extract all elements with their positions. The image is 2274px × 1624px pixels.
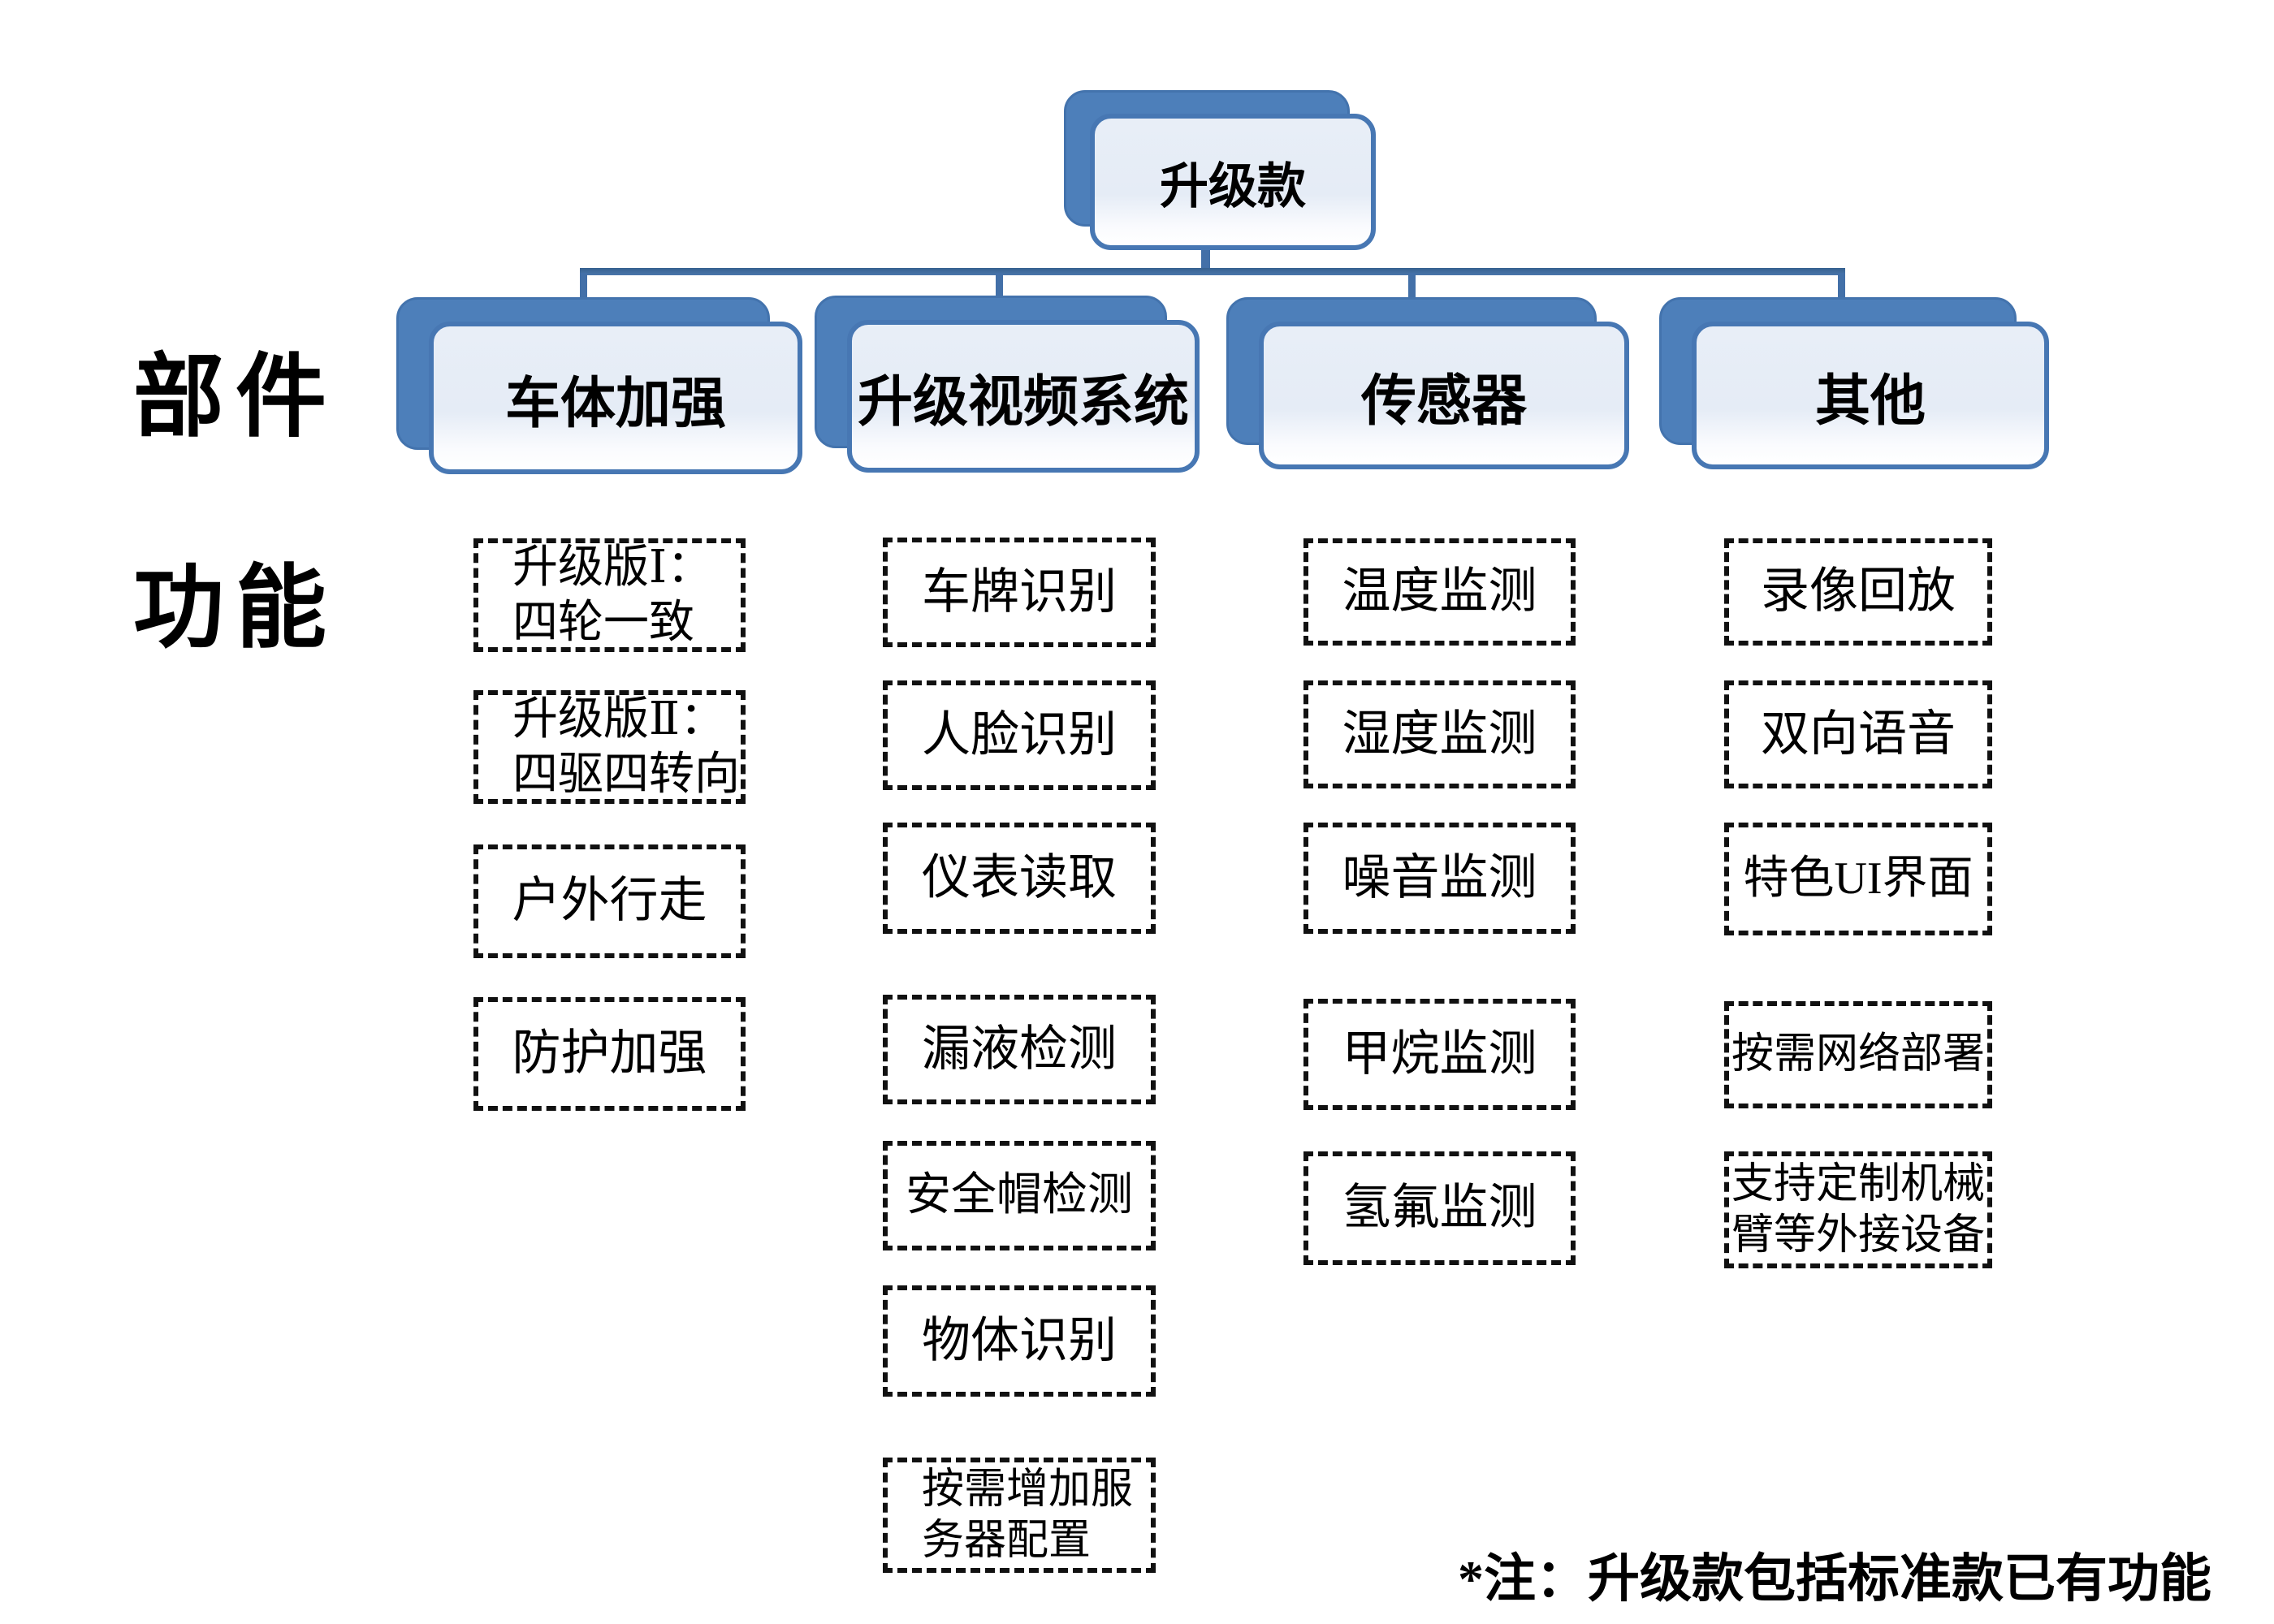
feature-line: 仪表读取 <box>922 850 1117 905</box>
feature-line: 漏液检测 <box>922 1021 1117 1076</box>
feature-line: 人脸识别 <box>922 707 1117 762</box>
feature-line: 升级版Ⅱ： <box>512 693 726 745</box>
feature-line: 按需网络部署 <box>1731 1031 1985 1078</box>
feature-line: 噪音监测 <box>1342 850 1537 905</box>
root-node-label: 升级款 <box>1160 159 1306 214</box>
row-label-functions: 功能 <box>133 559 338 659</box>
feature-box: 氢氟监测 <box>1303 1151 1576 1265</box>
feature-box: 支持定制机械 臂等外接设备 <box>1724 1151 1992 1268</box>
feature-line: 按需增加服 <box>922 1466 1134 1513</box>
branch-node-video: 升级视频系统 <box>815 296 1200 473</box>
branch-node-face: 其他 <box>1692 322 2049 469</box>
feature-box: 录像回放 <box>1724 538 1992 646</box>
feature-box: 升级版Ⅰ： 四轮一致 <box>473 538 746 652</box>
branch-node-label: 升级视频系统 <box>857 370 1189 433</box>
feature-box: 甲烷监测 <box>1303 999 1576 1110</box>
feature-line: 升级版Ⅰ： <box>512 542 713 593</box>
feature-line: 湿度监测 <box>1342 706 1537 761</box>
feature-box: 特色UI界面 <box>1724 823 1992 935</box>
feature-line: 特色UI界面 <box>1743 853 1974 905</box>
branch-node-other: 其他 <box>1659 297 2049 469</box>
feature-box: 户外行走 <box>473 844 746 958</box>
feature-line: 四驱四转向 <box>512 749 740 800</box>
feature-line: 防护加强 <box>512 1026 707 1081</box>
feature-line: 温度监测 <box>1342 564 1537 619</box>
row-label-components: 部件 <box>133 348 338 448</box>
feature-box: 仪表读取 <box>883 823 1156 934</box>
feature-line: 物体识别 <box>922 1313 1117 1367</box>
connector-horizontal <box>580 268 1845 275</box>
feature-box: 温度监测 <box>1303 538 1576 646</box>
branch-node-face: 传感器 <box>1259 322 1629 469</box>
branch-node-sensors: 传感器 <box>1226 297 1629 469</box>
branch-node-face: 车体加强 <box>429 322 802 474</box>
footnote: *注：升级款包括标准款已有功能 <box>1458 1550 2211 1608</box>
feature-box: 安全帽检测 <box>883 1141 1156 1250</box>
feature-box: 人脸识别 <box>883 680 1156 790</box>
feature-box: 湿度监测 <box>1303 680 1576 788</box>
branch-node-label: 车体加强 <box>504 372 726 434</box>
feature-line: 录像回放 <box>1761 564 1956 619</box>
feature-box: 双向语音 <box>1724 680 1992 788</box>
branch-node-body: 车体加强 <box>396 297 802 474</box>
feature-box: 升级版Ⅱ： 四驱四转向 <box>473 690 746 804</box>
feature-box: 防护加强 <box>473 997 746 1111</box>
root-node-face: 升级款 <box>1090 114 1376 250</box>
feature-box: 漏液检测 <box>883 995 1156 1104</box>
branch-node-label: 传感器 <box>1360 369 1527 432</box>
feature-line: 安全帽检测 <box>906 1170 1133 1221</box>
feature-line: 户外行走 <box>512 874 707 928</box>
branch-node-face: 升级视频系统 <box>847 320 1200 473</box>
feature-line: 双向语音 <box>1761 706 1956 761</box>
feature-line: 臂等外接设备 <box>1731 1212 1985 1259</box>
feature-box: 物体识别 <box>883 1285 1156 1397</box>
feature-line: 务器配置 <box>922 1518 1092 1564</box>
feature-box: 按需网络部署 <box>1724 1001 1992 1108</box>
feature-line: 支持定制机械 <box>1731 1160 1985 1207</box>
feature-line: 四轮一致 <box>512 598 694 648</box>
feature-line: 氢氟监测 <box>1342 1181 1537 1235</box>
root-node: 升级款 <box>1064 90 1376 250</box>
feature-box: 车牌识别 <box>883 538 1156 647</box>
feature-line: 车牌识别 <box>922 564 1117 619</box>
branch-node-label: 其他 <box>1814 369 1926 432</box>
feature-box: 按需增加服 务器配置 <box>883 1458 1156 1573</box>
feature-line: 甲烷监测 <box>1342 1026 1537 1081</box>
connector-root-stem <box>1201 244 1210 274</box>
feature-box: 噪音监测 <box>1303 823 1576 934</box>
